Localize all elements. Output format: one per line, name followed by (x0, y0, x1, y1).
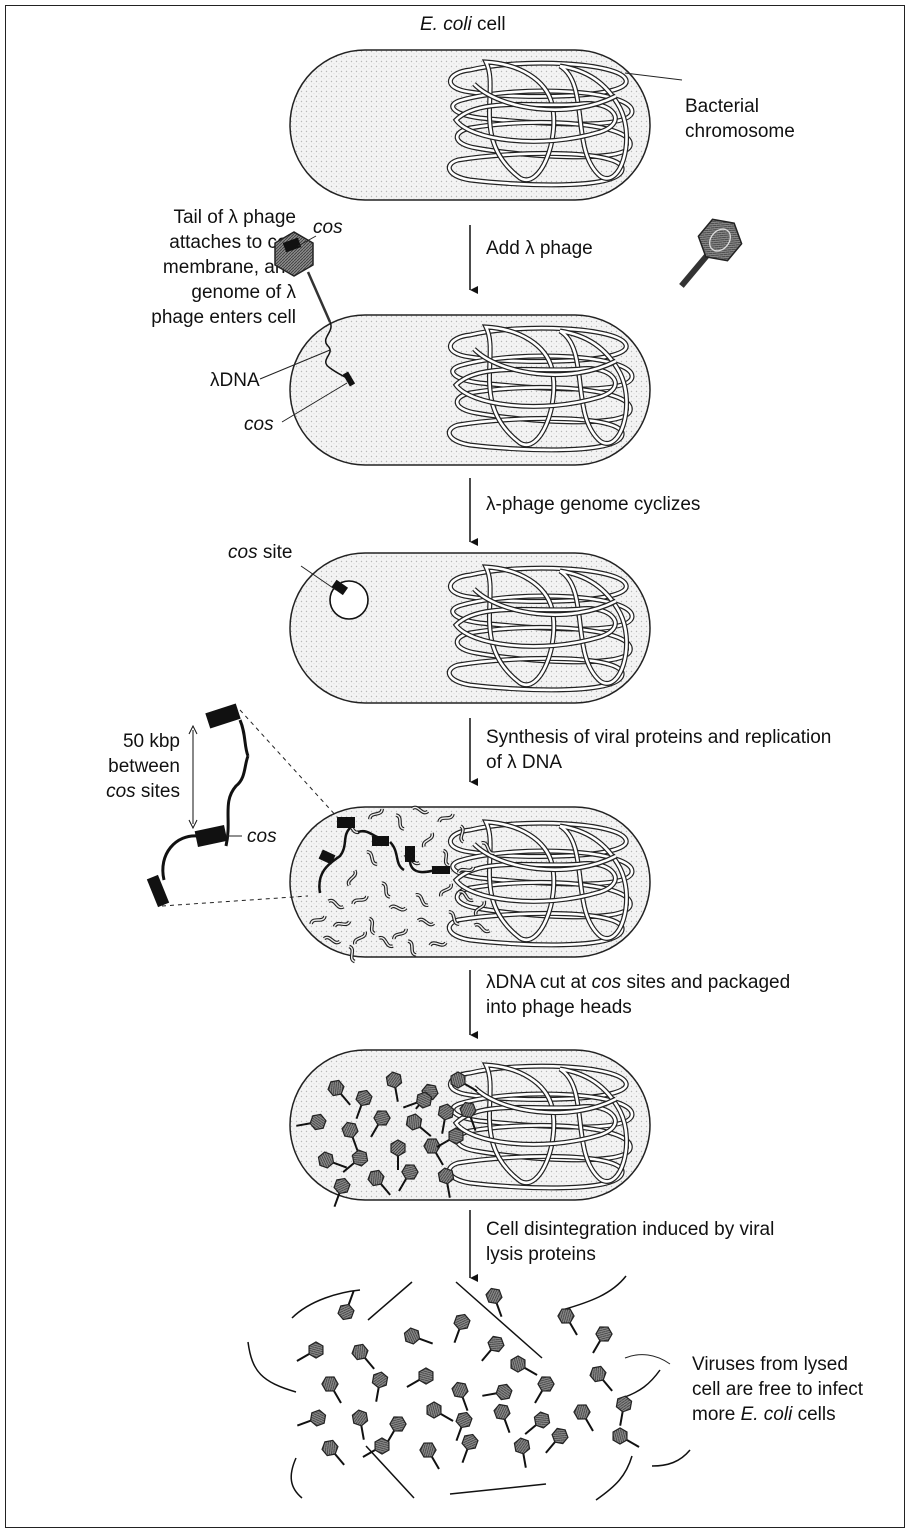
kbp-label-2: between (108, 756, 180, 777)
step-5-label-1: Cell disintegration induced by viral (486, 1219, 774, 1240)
enlarged-cos-bottom (147, 875, 169, 907)
cos-label-enlarged: cos (247, 826, 277, 847)
lambda-dna-label: λDNA (210, 370, 260, 391)
free-phage-icon (667, 211, 749, 298)
zoom-line-bottom (162, 896, 308, 906)
lysis-label-3: more E. coli cells (692, 1404, 836, 1425)
step-5-label-2: lysis proteins (486, 1244, 596, 1265)
concatemer-cos-5 (432, 866, 450, 874)
step-1-label: Add λ phage (486, 238, 593, 259)
cos-label-bottom: cos (244, 414, 274, 435)
panel-ecoli-cell: E. coli cell Bacterial chromosome (290, 14, 795, 200)
enlarged-strand-upper (226, 756, 248, 846)
lysis-label-1: Viruses from lysed (692, 1354, 848, 1375)
zoom-line-top (240, 710, 338, 818)
tail-label-5: phage enters cell (151, 307, 296, 328)
ecoli-cell-title: E. coli cell (420, 14, 506, 35)
step-4-label-2: into phage heads (486, 997, 632, 1018)
membrane-fragments (248, 1276, 690, 1500)
enlarged-strand-top (240, 720, 248, 756)
enlarged-cos-middle (195, 825, 228, 847)
panel-packaged (290, 1050, 650, 1209)
lysis-leader-line (625, 1355, 670, 1364)
tail-label-1: Tail of λ phage (173, 207, 296, 228)
panel-cyclized: cos site (228, 542, 650, 703)
chromosome-label-1: Bacterial (685, 96, 759, 117)
cos-label-top: cos (313, 217, 343, 238)
step-4-label-1: λDNA cut at cos sites and packaged (486, 972, 790, 993)
enlarged-strand-lower (163, 836, 198, 880)
cos-site-label: cos site (228, 542, 292, 563)
enlarged-cos-top (205, 703, 240, 728)
tail-label-4: genome of λ (191, 282, 296, 303)
concatemer-cos-3 (372, 836, 389, 846)
concatemer-cos-1 (337, 817, 355, 828)
concatemer-cos-4 (405, 846, 415, 862)
lysis-label-2: cell are free to infect (692, 1379, 864, 1400)
panel-lysis: Viruses from lysed cell are free to infe… (248, 1276, 864, 1500)
step-2-label: λ-phage genome cyclizes (486, 494, 700, 515)
step-3-label-1: Synthesis of viral proteins and replicat… (486, 727, 831, 748)
kbp-label-3: cos sites (106, 781, 180, 802)
released-phage-particles (293, 1286, 642, 1472)
step-3-label-2: of λ DNA (486, 752, 562, 773)
kbp-label-1: 50 kbp (123, 731, 180, 752)
chromosome-label-2: chromosome (685, 121, 795, 142)
